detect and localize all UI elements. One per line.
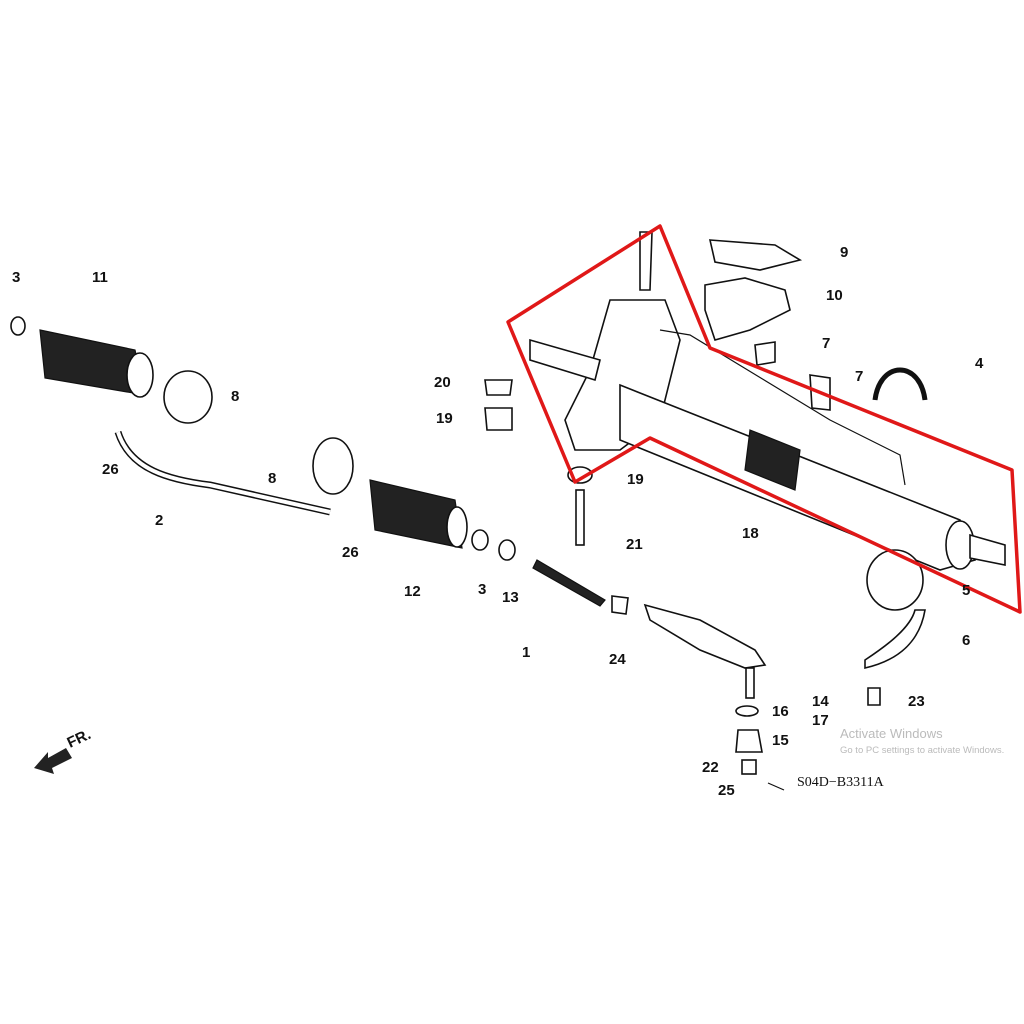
callout-13: 13 bbox=[502, 589, 519, 606]
callout-15: 15 bbox=[772, 732, 789, 749]
callout-24: 24 bbox=[609, 651, 626, 668]
callout-6: 6 bbox=[962, 632, 970, 649]
callout-26: 26 bbox=[342, 544, 359, 561]
callout-11: 11 bbox=[92, 269, 108, 286]
callout-2: 2 bbox=[155, 512, 163, 529]
boot-part-11 bbox=[10, 316, 154, 398]
callout-8: 8 bbox=[231, 388, 239, 405]
clamp-part-8b bbox=[312, 437, 354, 495]
callout-19: 19 bbox=[436, 410, 453, 427]
callout-1: 1 bbox=[522, 644, 530, 661]
clamp-part-8a bbox=[163, 370, 213, 424]
steering-rack-part-18 bbox=[529, 231, 1006, 571]
callout-21: 21 bbox=[626, 536, 643, 553]
callout-18: 18 bbox=[742, 525, 759, 542]
mount-parts bbox=[484, 239, 928, 670]
callout-17: 17 bbox=[812, 712, 829, 729]
callout-8: 8 bbox=[268, 470, 276, 487]
callout-7: 7 bbox=[855, 368, 863, 385]
watermark-title: Activate Windows bbox=[840, 726, 943, 741]
callout-20: 20 bbox=[434, 374, 451, 391]
vent-tube-part-2 bbox=[114, 430, 331, 516]
callout-labels: 3 11 8 26 2 8 26 12 3 13 1 24 20 19 19 21 18 9 10 7 7 4 5 6 23 14… bbox=[12, 244, 984, 799]
drawing-code: S04D−B3311A bbox=[797, 775, 885, 790]
boot-part-12 bbox=[369, 479, 468, 549]
callout-12: 12 bbox=[404, 583, 421, 600]
callout-3: 3 bbox=[12, 269, 20, 286]
callout-22: 22 bbox=[702, 759, 719, 776]
callout-25: 25 bbox=[718, 782, 735, 799]
callout-10: 10 bbox=[826, 287, 843, 304]
callout-23: 23 bbox=[908, 693, 925, 710]
small-parts bbox=[471, 529, 881, 791]
watermark-subtitle: Go to PC settings to activate Windows. bbox=[840, 745, 1004, 756]
callout-14: 14 bbox=[812, 693, 829, 710]
callout-9: 9 bbox=[840, 244, 848, 261]
callout-3: 3 bbox=[478, 581, 486, 598]
callout-4: 4 bbox=[975, 355, 984, 372]
callout-7: 7 bbox=[822, 335, 830, 352]
callout-19: 19 bbox=[627, 471, 644, 488]
callout-16: 16 bbox=[772, 703, 789, 720]
front-direction-arrow: FR. bbox=[34, 726, 94, 774]
callout-26: 26 bbox=[102, 461, 119, 478]
callout-5: 5 bbox=[962, 582, 970, 599]
highlight-outline bbox=[506, 224, 1022, 614]
direction-label: FR. bbox=[65, 726, 94, 752]
